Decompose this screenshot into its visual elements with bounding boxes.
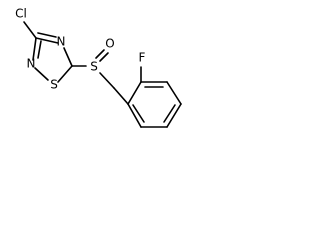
atom-sulfur-oxide: S xyxy=(90,60,98,74)
bond-c5-s1 xyxy=(57,65,73,83)
atom-oxygen: O xyxy=(105,37,114,51)
bond-c3-c4 xyxy=(166,81,182,105)
bond-c3-n4 xyxy=(35,37,59,44)
bond-c1-c2 xyxy=(127,81,142,105)
bond-s-oxide-ch2 xyxy=(99,72,115,89)
bond-s-oxide-o xyxy=(95,49,105,59)
bond-s1-n2 xyxy=(34,67,49,81)
atom-nitrogen-4: N xyxy=(57,35,66,49)
atom-sulfur-ring: S xyxy=(50,78,58,92)
bond-c4-c5 xyxy=(166,103,182,128)
bond-c6-c1-double xyxy=(132,104,145,123)
atom-nitrogen-2: N xyxy=(27,57,36,71)
molecule-svg: Cl N N S S O F xyxy=(15,7,182,128)
bond-s-oxide-o-double xyxy=(99,52,109,62)
bond-n2-c3-double xyxy=(37,40,42,59)
structure-diagram: Cl N N S S O F xyxy=(0,0,190,150)
bond-c6-c1 xyxy=(127,103,142,128)
atom-fluorine: F xyxy=(139,51,146,65)
bond-c3-n4-double xyxy=(37,32,57,38)
bond-c4-c5-double xyxy=(163,104,176,123)
bond-n4-c5 xyxy=(63,47,73,67)
bond-ch2-c1 xyxy=(113,87,129,105)
bond-n2-c3 xyxy=(32,37,37,61)
atom-chlorine: Cl xyxy=(15,7,27,21)
bond-cl-c3 xyxy=(23,21,37,39)
